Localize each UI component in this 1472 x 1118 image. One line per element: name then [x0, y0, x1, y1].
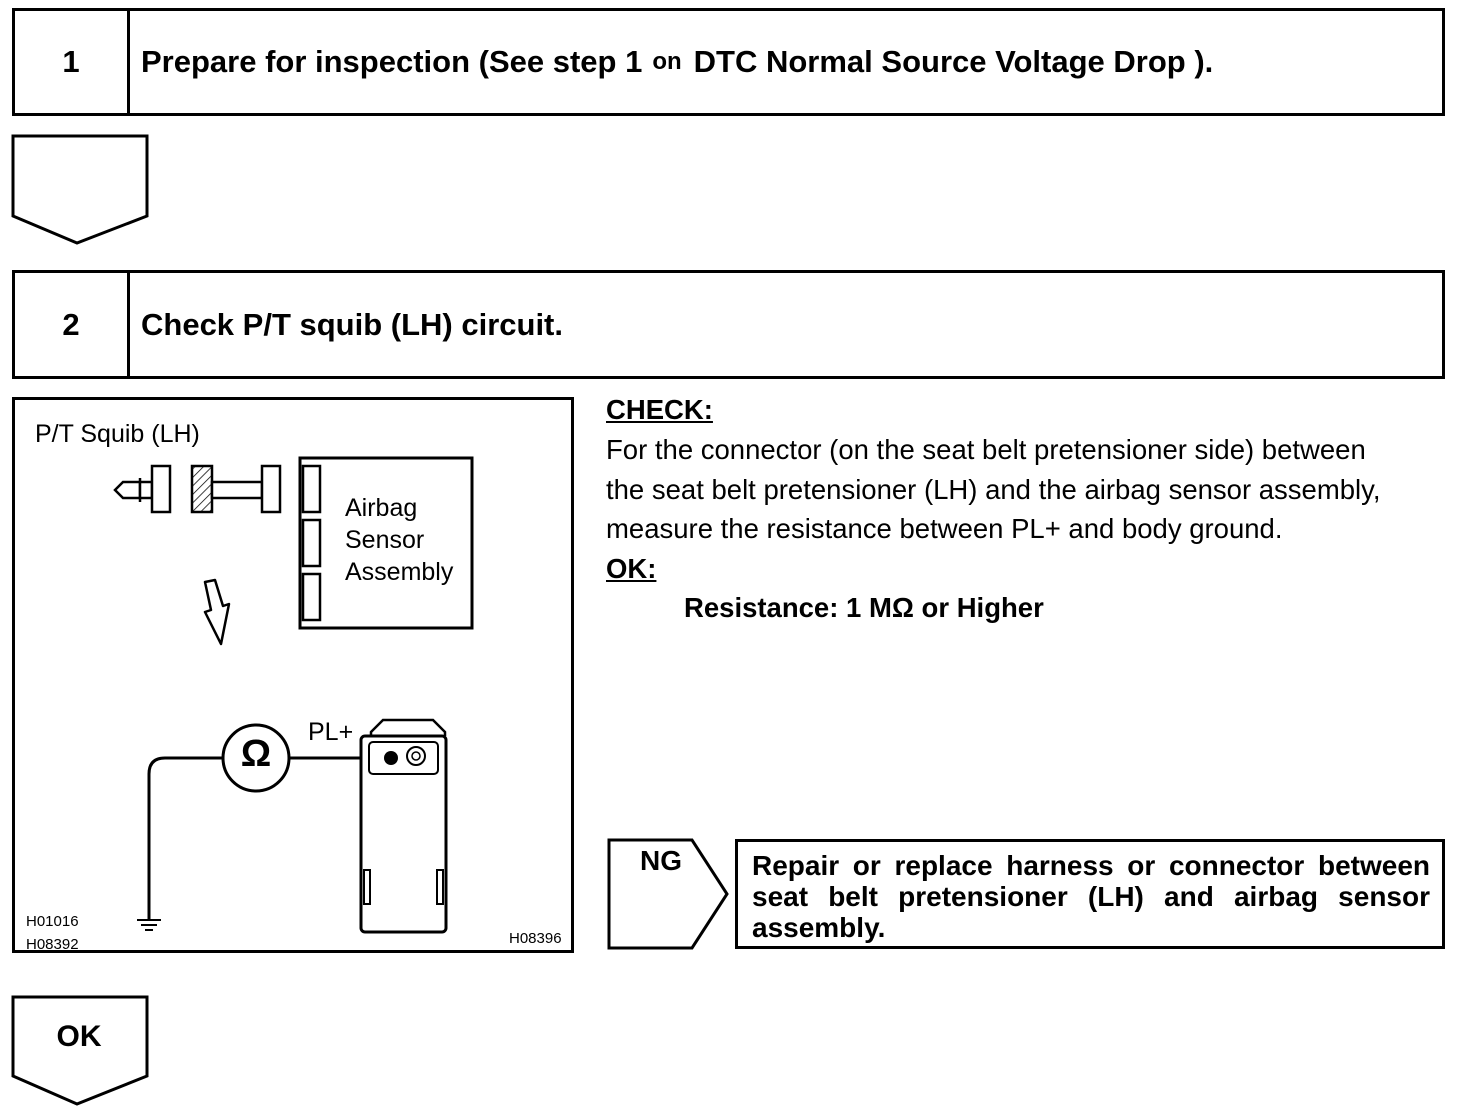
- step-1-number: 1: [15, 11, 130, 113]
- ng-action-box: Repair or replace harness or connector b…: [735, 839, 1445, 949]
- pl-plus-label: PL+: [308, 718, 354, 746]
- check-line-1: For the connector (on the seat belt pret…: [606, 434, 1366, 465]
- ok-arrow: [11, 995, 149, 1106]
- squib-label: P/T Squib (LH): [35, 420, 200, 448]
- ohm-symbol: Ω: [240, 733, 272, 775]
- ground-wire: [137, 756, 223, 931]
- step-2-box: 2 Check P/T squib (LH) circuit.: [12, 270, 1445, 379]
- sensor-label-line2: Sensor: [345, 526, 425, 554]
- sensor-label-line1: Airbag: [345, 494, 418, 522]
- figure-code-2: H08392: [26, 936, 79, 953]
- pretensioner-connector-icon: [359, 718, 448, 934]
- step-1-box: 1 Prepare for inspection (See step 1 on …: [12, 8, 1445, 116]
- check-line-2: the seat belt pretensioner (LH) and the …: [606, 474, 1381, 505]
- figure-code-3: H08396: [509, 930, 562, 947]
- step-2-title: Check P/T squib (LH) circuit.: [141, 306, 563, 342]
- ng-label: NG: [640, 845, 682, 876]
- ok-heading: OK:: [606, 553, 657, 584]
- airbag-sensor-assembly-icon: [298, 456, 474, 630]
- wiring-diagram: [113, 456, 474, 934]
- flow-arrow-down: [11, 134, 149, 245]
- ng-action-text: Repair or replace harness or connector b…: [752, 850, 1430, 943]
- step-1-title: Prepare for inspection (See step 1 on DT…: [141, 11, 1213, 113]
- step-1-title-prefix: Prepare for inspection (See step 1: [141, 44, 643, 79]
- check-heading: CHECK:: [606, 394, 713, 425]
- step-2-number: 2: [15, 273, 130, 376]
- disconnect-arrow-icon: [203, 578, 231, 646]
- step-1-title-suffix: DTC Normal Source Voltage Drop ).: [693, 44, 1214, 79]
- resistance-spec: Resistance: 1 MΩ or Higher: [684, 592, 1044, 623]
- check-line-3: measure the resistance between PL+ and b…: [606, 513, 1283, 544]
- sensor-label-line3: Assembly: [345, 558, 454, 586]
- figure-code-1: H01016: [26, 913, 79, 930]
- squib-connector-icon: [113, 464, 282, 514]
- illustration-panel: P/T Squib (LH) Airbag Sensor Assembly Ω …: [12, 397, 574, 953]
- ok-label: OK: [56, 1020, 102, 1053]
- ng-arrow: [607, 838, 729, 950]
- step-1-title-on: on: [652, 48, 682, 75]
